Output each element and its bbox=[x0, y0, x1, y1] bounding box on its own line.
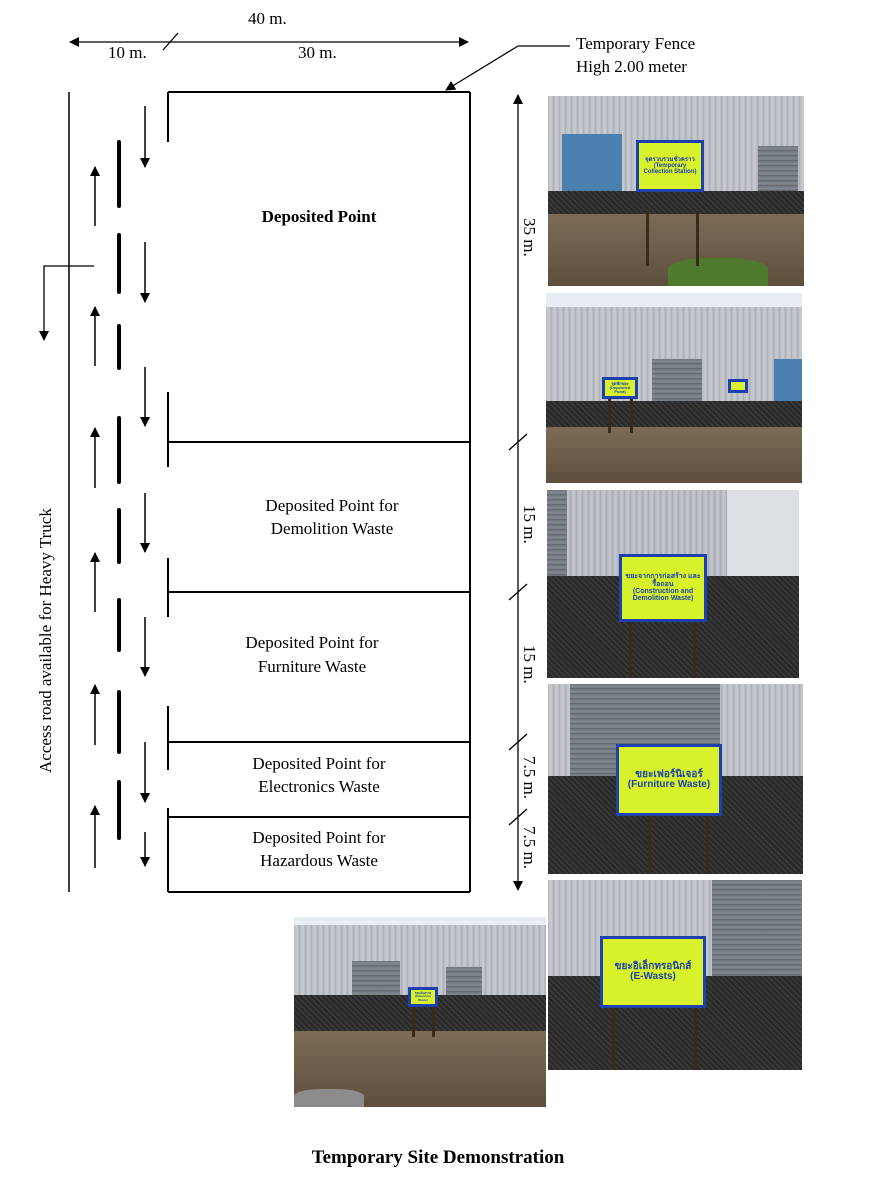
sign-english-text: (Furniture Waste) bbox=[627, 779, 711, 790]
zone-electronics-label-line1: Deposited Point for bbox=[252, 754, 385, 773]
dim-depth-deposited: 35 m. bbox=[520, 218, 539, 257]
photo-deposited-point: จุดพักขยะ (Deposited Point) bbox=[546, 293, 802, 483]
sign-english-text: (Temporary Collection Station) bbox=[643, 162, 697, 176]
zone-hazardous-label-line2: Hazardous Waste bbox=[260, 851, 378, 870]
zone-deposited-label: Deposited Point bbox=[262, 207, 377, 226]
photo-e-wasts: ขยะอิเล็กทรอนิกส์ (E-Wasts) bbox=[548, 880, 802, 1070]
sign-english-text: (Deposited Point) bbox=[609, 384, 631, 395]
dim-depth-hazardous: 7.5 m. bbox=[520, 826, 539, 869]
photo-construction-demolition-waste: ขยะจากการก่อสร้าง และรื้อถอน (Constructi… bbox=[547, 490, 799, 678]
zone-electronics-label-line2: Electronics Waste bbox=[258, 777, 380, 796]
sign-temporary-collection-station: จุดรวบรวมชั่วคราว (Temporary Collection … bbox=[636, 140, 704, 192]
sign-english-text: (E-Wasts) bbox=[630, 971, 676, 982]
zone-demolition-label-line2: Demolition Waste bbox=[271, 519, 394, 538]
sign-thai-text: ขยะอันตราย bbox=[414, 991, 432, 996]
dim-right-width: 30 m. bbox=[298, 43, 337, 62]
dim-depth-furniture: 15 m. bbox=[520, 645, 539, 684]
fence-label-line2: High 2.00 meter bbox=[576, 57, 687, 76]
sign-thai-text: ขยะจากการก่อสร้าง และรื้อถอน bbox=[625, 573, 701, 588]
sign-thai-text: ขยะอิเล็กทรอนิกส์ bbox=[614, 960, 692, 972]
photo-temporary-collection-station: จุดรวบรวมชั่วคราว (Temporary Collection … bbox=[548, 96, 804, 286]
dim-depth-electronics: 7.5 m. bbox=[520, 756, 539, 799]
site-enclosure bbox=[167, 91, 471, 893]
dim-left-width: 10 m. bbox=[108, 43, 147, 62]
sign-thai-text: จุดรวบรวมชั่วคราว bbox=[645, 156, 695, 163]
right-dimension: 35 m. 15 m. 15 m. 7.5 m. 7.5 m. bbox=[508, 94, 539, 891]
dim-total-width: 40 m. bbox=[248, 9, 287, 28]
sign-construction-demolition-waste: ขยะจากการก่อสร้าง และรื้อถอน (Constructi… bbox=[619, 554, 707, 622]
zone-hazardous-label-line1: Deposited Point for bbox=[252, 828, 385, 847]
fence-label-line1: Temporary Fence bbox=[576, 34, 695, 53]
photo-furniture-waste: ขยะเฟอร์นิเจอร์ (Furniture Waste) bbox=[548, 684, 803, 874]
sign-hazardous-waste: ขยะอันตราย (Hazardous Waste) bbox=[408, 987, 438, 1007]
sign-furniture-waste: ขยะเฟอร์นิเจอร์ (Furniture Waste) bbox=[616, 744, 722, 816]
sign-english-text: (Construction and Demolition Waste) bbox=[632, 588, 694, 603]
zone-furniture-label-line1: Deposited Point for bbox=[245, 633, 378, 652]
road-exit-arrow bbox=[39, 265, 94, 341]
fence-leader-arrow bbox=[445, 45, 570, 91]
sign-deposited-point: จุดพักขยะ (Deposited Point) bbox=[602, 377, 638, 399]
sign-e-wasts: ขยะอิเล็กทรอนิกส์ (E-Wasts) bbox=[600, 936, 706, 1008]
zone-furniture-label-line2: Furniture Waste bbox=[258, 657, 366, 676]
figure-caption: Temporary Site Demonstration bbox=[311, 1147, 565, 1168]
access-road: Access road available for Heavy Truck bbox=[36, 92, 150, 892]
photo-hazardous-waste: ขยะอันตราย (Hazardous Waste) bbox=[294, 917, 546, 1107]
sign-english-text: (Hazardous Waste) bbox=[414, 994, 432, 1002]
sign-thai-text: จุดพักขยะ bbox=[611, 380, 629, 386]
zone-demolition-label-line1: Deposited Point for bbox=[265, 496, 398, 515]
dim-depth-demolition: 15 m. bbox=[520, 505, 539, 544]
sign-small-secondary bbox=[728, 379, 748, 393]
top-dimension: 40 m. 10 m. 30 m. bbox=[69, 9, 469, 62]
access-road-label: Access road available for Heavy Truck bbox=[36, 508, 55, 773]
sign-thai-text: ขยะเฟอร์นิเจอร์ bbox=[635, 768, 703, 780]
